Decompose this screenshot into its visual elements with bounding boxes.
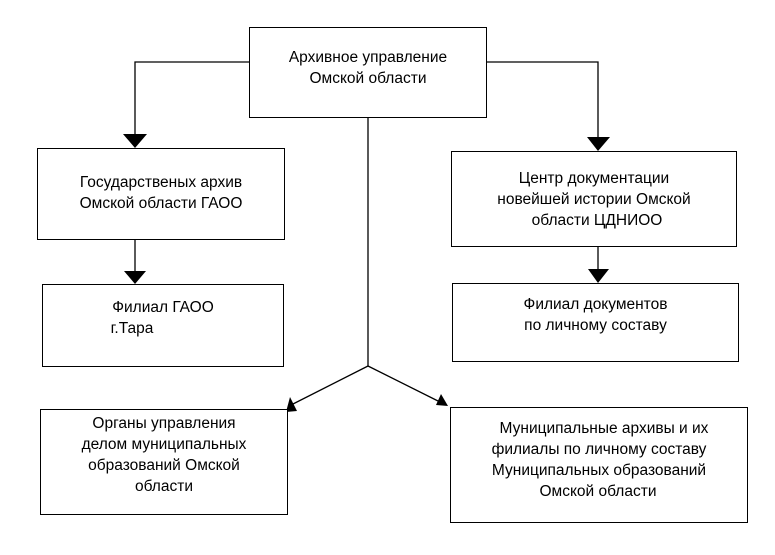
node-text-line: области [135,478,193,495]
node-municipal-archives: Муниципальные архивы и их филиалы по лич… [450,407,748,523]
node-text-line: филиалы по личному составу [491,441,707,458]
node-text-line: Муниципальных образований [491,462,707,479]
node-text-line: делом муниципальных [81,436,247,453]
node-text-line: Омской области [539,483,657,500]
arrowhead-gaoo [123,134,147,148]
node-text-line: Филиал ГАОО [112,299,214,316]
node-text-line: по личному составу [524,317,667,334]
arrowhead-cdn [587,137,610,151]
node-text-line: образований Омской [88,457,240,474]
arrowhead-tara [124,271,146,284]
node-archive-administration: Архивное управление Омской области [249,27,487,118]
node-text-line: области ЦДНИОО [531,212,663,229]
node-municipal-records-management: Органы управления делом муниципальных об… [40,409,288,515]
node-text-line: Филиал документов [523,296,668,313]
node-text-line: Центр документации [518,170,670,187]
arrowhead-mun [436,394,448,406]
edge-top-to-gaoo [134,61,249,135]
node-text-line: Органы управления [92,415,236,432]
edge-top-to-cdn [487,61,599,138]
arrowhead-fdoc [588,269,609,283]
edge-fork-to-mun [367,365,441,403]
node-text-line: Муниципальные архивы и их [499,420,709,437]
edge-fork-to-org [292,365,369,405]
node-documentation-center-cdnioo: Центр документации новейшей истории Омск… [451,151,737,247]
node-text-line: Омской области [309,70,427,87]
node-state-archive-gaoo: Государственых архив Омской области ГАОО [37,148,285,240]
arrowhead-org [286,397,297,412]
node-gaoo-branch-tara: Филиал ГАОО г.Тара [42,284,284,367]
node-text-line: Государственых архив [79,174,243,191]
node-text-line: новейшей истории Омской [497,191,691,208]
node-text-line: г.Тара [110,320,154,337]
node-text-line: Омской области ГАОО [79,195,243,212]
node-text-line: Архивное управление [288,49,448,66]
node-personnel-documents-branch: Филиал документов по личному составу [452,283,739,362]
